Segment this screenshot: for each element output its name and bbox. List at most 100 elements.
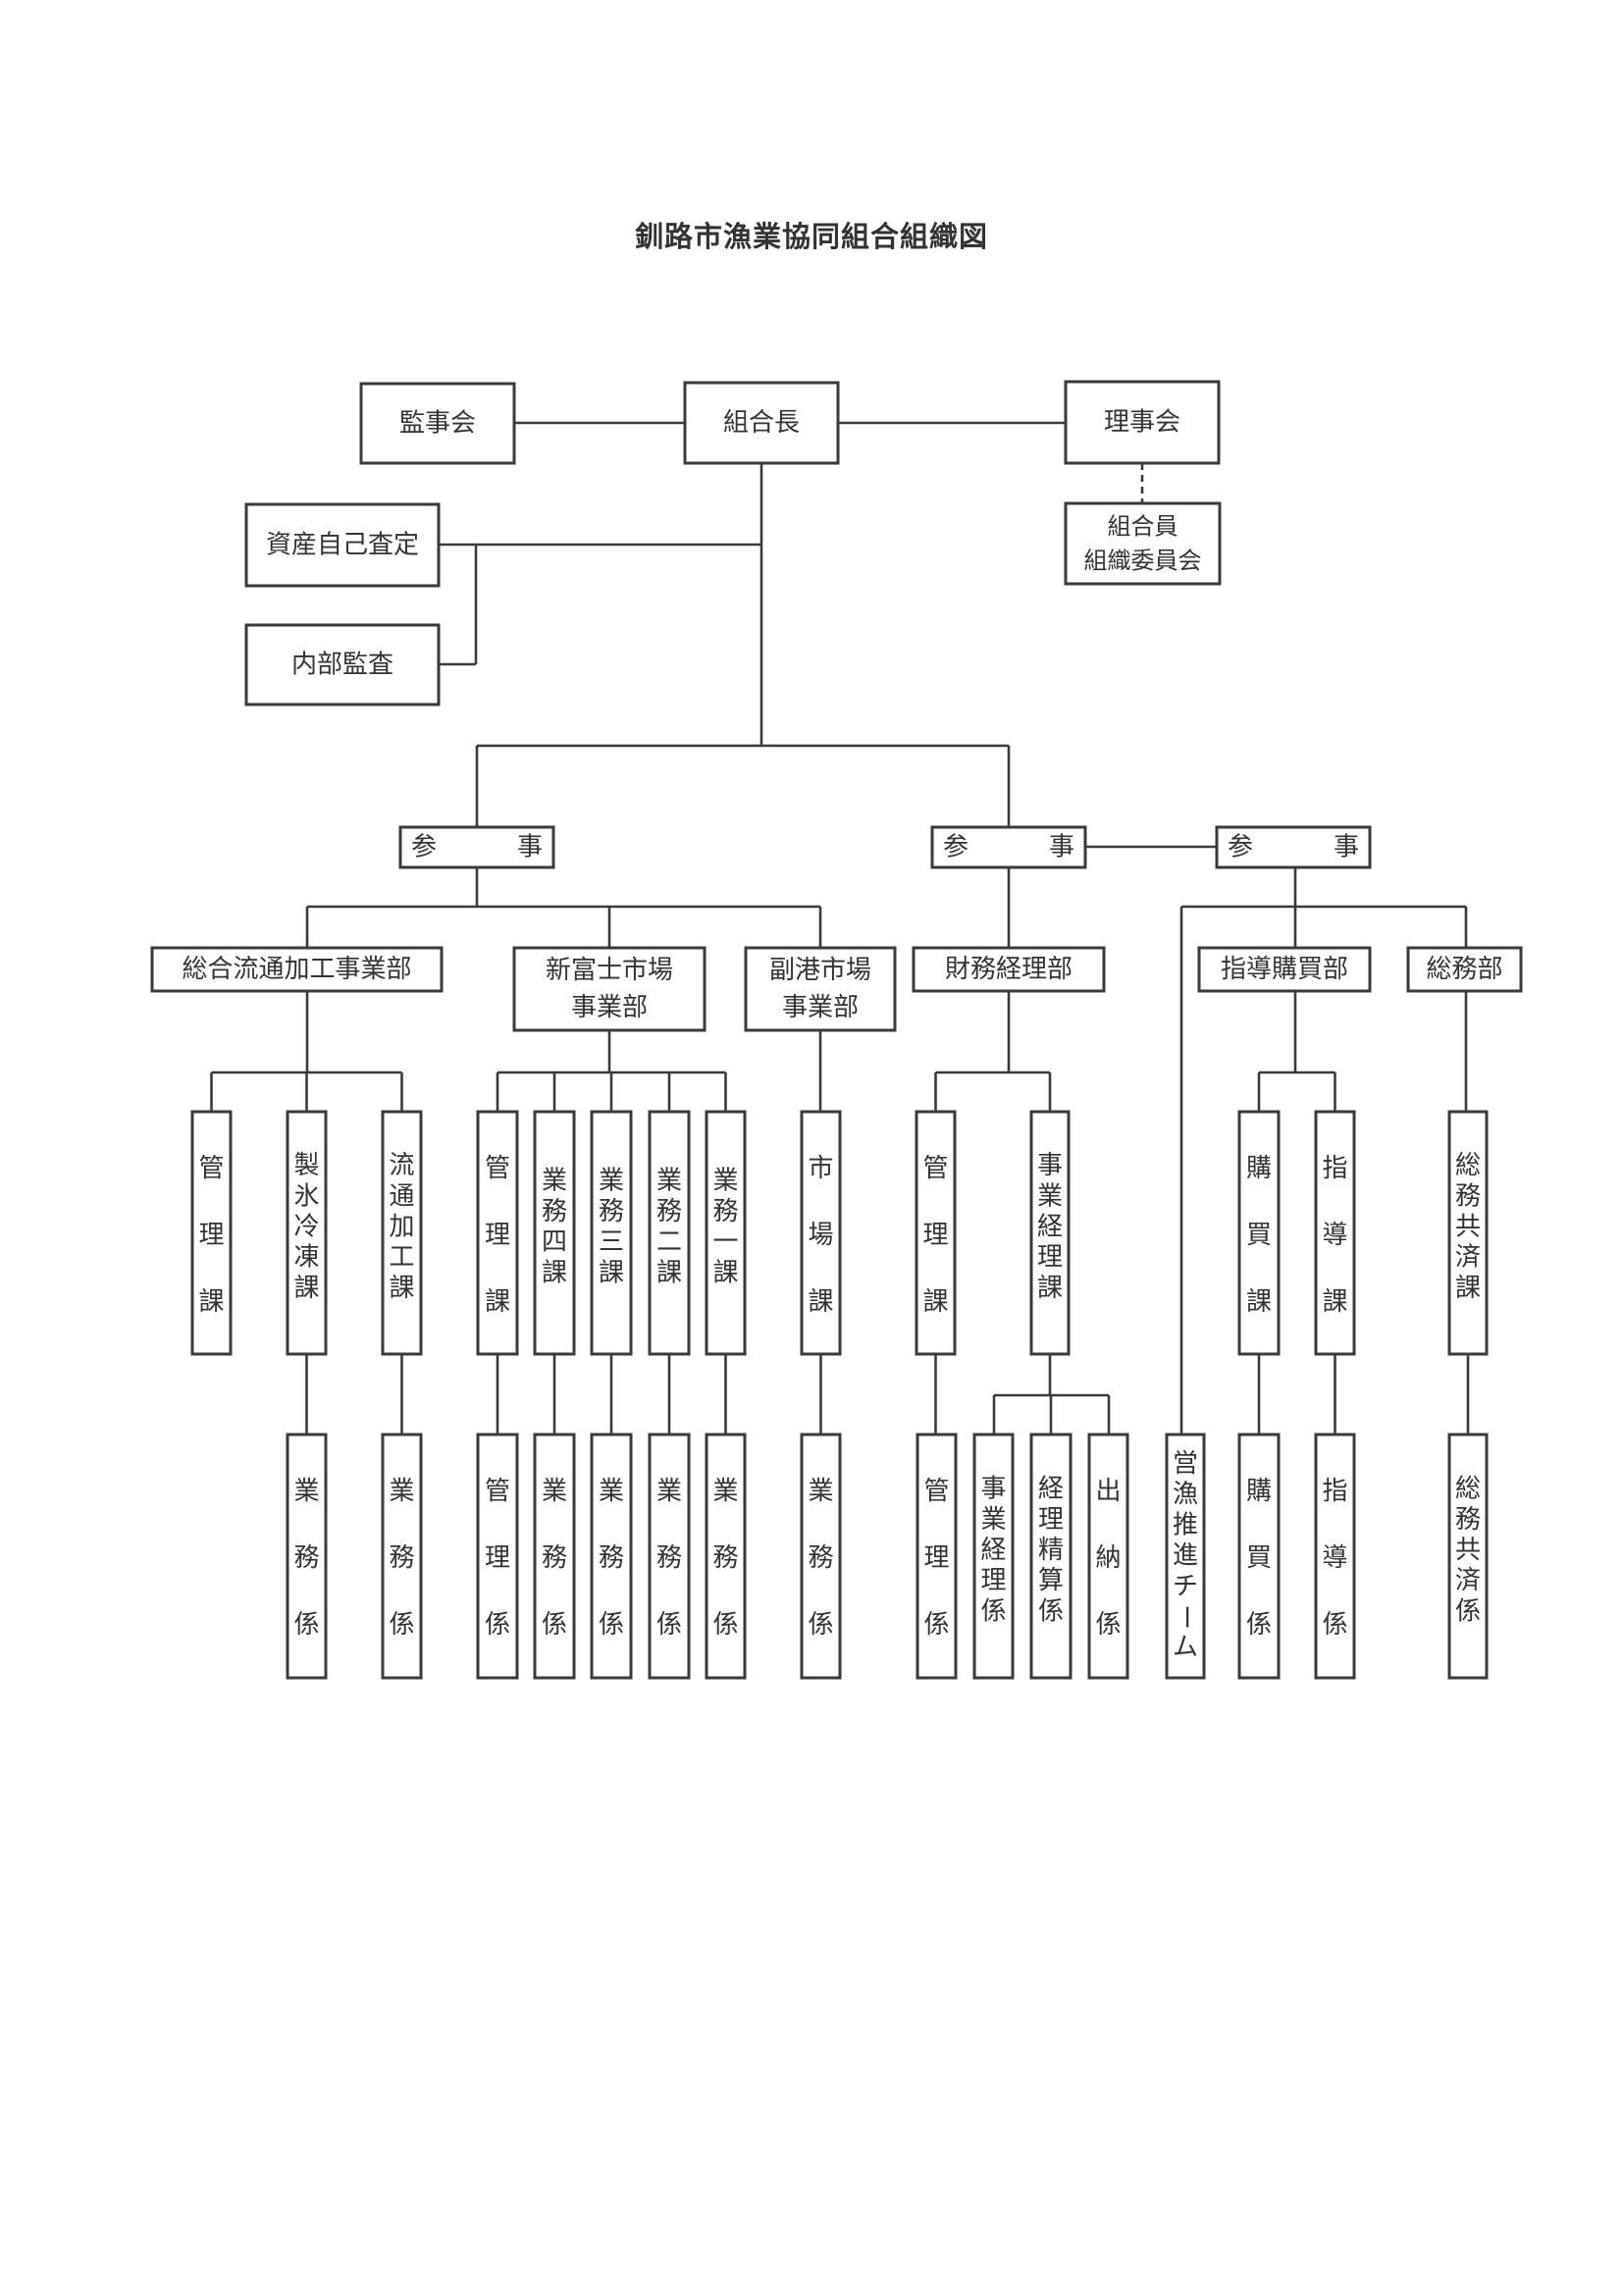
unit-box-char: 務 bbox=[389, 1543, 414, 1573]
department-box-label: 副港市場 bbox=[769, 956, 871, 985]
unit-box-char: 理 bbox=[923, 1543, 949, 1573]
unit-box-char: 業 bbox=[389, 1477, 414, 1506]
unit-box-char: 務 bbox=[293, 1543, 319, 1573]
section-box bbox=[190, 1110, 233, 1356]
unit-box-char: 管 bbox=[485, 1477, 510, 1506]
department-box-label: 事業部 bbox=[571, 993, 648, 1022]
unit-box-char: 指 bbox=[1322, 1477, 1347, 1506]
auditors-box-label: 監事会 bbox=[399, 409, 476, 439]
section-box-char: 課 bbox=[1455, 1274, 1481, 1303]
unit-box-char: 業 bbox=[293, 1477, 319, 1506]
department-box bbox=[150, 946, 444, 993]
section-box-char: 冷 bbox=[293, 1213, 319, 1242]
councilor-box-label: 事 bbox=[517, 833, 543, 862]
department-box bbox=[1406, 946, 1523, 993]
section-box-char: 導 bbox=[1322, 1221, 1347, 1250]
asset-assessment-box-label: 資産自己査定 bbox=[266, 531, 419, 560]
department-box-label: 財務経理部 bbox=[945, 955, 1073, 984]
section-box-char: 務 bbox=[1455, 1181, 1481, 1211]
section-box-char: 総 bbox=[1455, 1151, 1481, 1180]
unit-box-char: 係 bbox=[980, 1596, 1006, 1626]
unit-box-char: 務 bbox=[656, 1543, 682, 1573]
department-box bbox=[1197, 946, 1372, 993]
section-box-char: 務 bbox=[599, 1197, 624, 1226]
chart-title: 釧路市漁業協同組合組織図 bbox=[634, 220, 988, 253]
member-committee-box bbox=[1064, 501, 1222, 586]
section-box bbox=[476, 1110, 519, 1356]
section-box-char: 務 bbox=[712, 1197, 738, 1226]
board-box bbox=[1064, 380, 1221, 465]
section-box-char: 課 bbox=[485, 1287, 510, 1317]
department-box-label: 事業部 bbox=[782, 993, 859, 1022]
unit-box-char: 業 bbox=[542, 1477, 567, 1506]
section-box-char: 課 bbox=[1037, 1274, 1063, 1303]
section-box-char: 理 bbox=[1037, 1243, 1063, 1273]
member-committee-box-label: 組織委員会 bbox=[1084, 547, 1202, 574]
section-box-char: 工 bbox=[389, 1243, 414, 1273]
internal-audit-box-label: 内部監査 bbox=[291, 651, 393, 680]
department-box-label: 総務部 bbox=[1426, 955, 1502, 984]
unit-box-char: 係 bbox=[1246, 1610, 1272, 1640]
section-box-char: 一 bbox=[712, 1227, 738, 1257]
councilor-box-label: 参 bbox=[1228, 833, 1253, 862]
section-box-char: 業 bbox=[599, 1167, 624, 1196]
section-box-char: 務 bbox=[656, 1197, 682, 1226]
section-box-char: 流 bbox=[389, 1151, 414, 1180]
department-box-label: 総合流通加工事業部 bbox=[182, 955, 411, 984]
unit-box bbox=[1314, 1433, 1356, 1680]
section-box-char: 課 bbox=[542, 1258, 567, 1287]
section-box-char: 済 bbox=[1455, 1243, 1481, 1273]
unit-box-char: ム bbox=[1173, 1633, 1198, 1662]
unit-box-char: 進 bbox=[1173, 1541, 1198, 1571]
unit-box-char: 業 bbox=[712, 1477, 738, 1506]
section-box-char: 業 bbox=[656, 1167, 682, 1196]
unit-box-char: 係 bbox=[599, 1610, 624, 1640]
unit-box bbox=[590, 1433, 633, 1680]
section-box-char: 凍 bbox=[293, 1243, 319, 1273]
unit-box-char: 務 bbox=[808, 1543, 833, 1573]
unit-box-char: 係 bbox=[389, 1610, 414, 1640]
section-box-char: 課 bbox=[389, 1274, 414, 1303]
internal-audit-box bbox=[244, 623, 441, 706]
councilor-box-label: 参 bbox=[943, 833, 969, 862]
unit-box-char: 済 bbox=[1455, 1566, 1481, 1595]
asset-assessment-box bbox=[244, 502, 441, 588]
section-box-char: 市 bbox=[808, 1154, 833, 1183]
section-box-char: 課 bbox=[198, 1287, 224, 1317]
unit-box-char: 業 bbox=[656, 1477, 682, 1506]
section-box-char: 経 bbox=[1037, 1213, 1063, 1242]
unit-box-char: 経 bbox=[980, 1536, 1006, 1565]
section-box-char: 加 bbox=[389, 1213, 414, 1242]
section-box-char: 課 bbox=[808, 1287, 833, 1317]
department-box bbox=[912, 946, 1106, 993]
section-box-char: 課 bbox=[922, 1287, 948, 1317]
section-box-char: 事 bbox=[1037, 1151, 1063, 1180]
unit-box-char: 係 bbox=[808, 1610, 833, 1640]
section-box-char: 指 bbox=[1322, 1154, 1347, 1183]
unit-box-char: 管 bbox=[923, 1477, 949, 1506]
section-box-char: 管 bbox=[485, 1154, 510, 1183]
unit-box-char: 買 bbox=[1246, 1543, 1272, 1573]
section-box-char: 業 bbox=[1037, 1181, 1063, 1211]
chairman-box-label: 組合長 bbox=[723, 408, 800, 438]
unit-box-char: 経 bbox=[1038, 1475, 1064, 1504]
unit-box-char: 事 bbox=[980, 1475, 1006, 1504]
section-box-char: 管 bbox=[198, 1154, 224, 1183]
section-box-char: 課 bbox=[293, 1274, 319, 1303]
section-box-char: 氷 bbox=[293, 1181, 319, 1211]
unit-box-char: 購 bbox=[1246, 1477, 1272, 1506]
unit-box bbox=[1237, 1433, 1281, 1680]
unit-box-char: 係 bbox=[293, 1610, 319, 1640]
unit-box-char: ー bbox=[1171, 1604, 1200, 1630]
unit-box-char: 係 bbox=[923, 1610, 949, 1640]
unit-box-char: 精 bbox=[1038, 1536, 1064, 1565]
section-box-char: 課 bbox=[599, 1258, 624, 1287]
section-box-char: 理 bbox=[485, 1221, 510, 1250]
section-box-char: 課 bbox=[712, 1258, 738, 1287]
unit-box-char: チ bbox=[1173, 1572, 1198, 1601]
department-box-label: 新富士市場 bbox=[546, 956, 673, 985]
councilor-box-label: 事 bbox=[1049, 833, 1074, 862]
unit-box-char: 営 bbox=[1173, 1449, 1198, 1479]
unit-box-char: 理 bbox=[1038, 1505, 1064, 1535]
section-box-char: 業 bbox=[712, 1167, 738, 1196]
